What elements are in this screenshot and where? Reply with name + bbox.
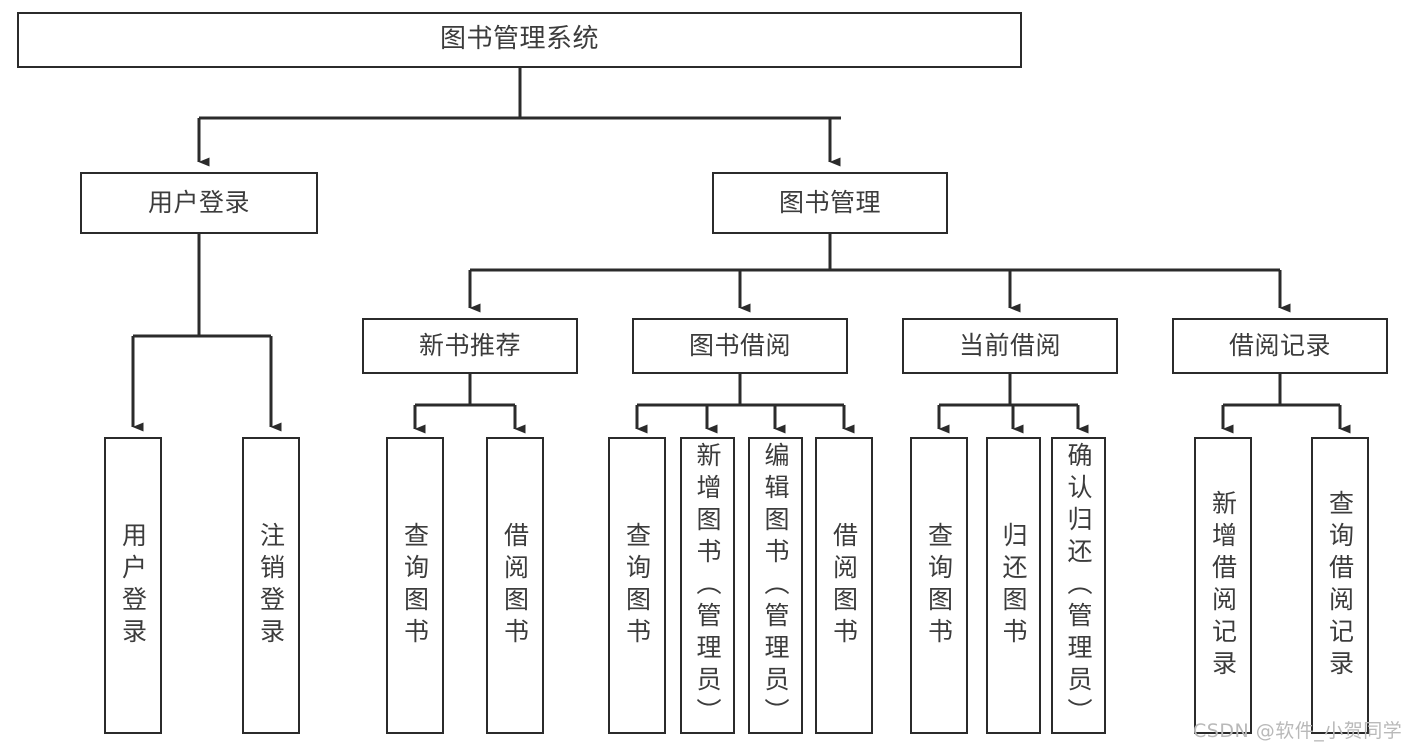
node-leaf-query-book-1-label: 查询图书 bbox=[400, 521, 430, 650]
node-leaf-query-book-1[interactable]: 查询图书 bbox=[386, 437, 444, 734]
node-leaf-edit-book[interactable]: 编辑图书（管理员） bbox=[748, 437, 803, 734]
node-new-book-rec-label: 新书推荐 bbox=[418, 330, 521, 360]
node-leaf-user-logout-label: 注销登录 bbox=[256, 521, 286, 650]
node-book-manage[interactable]: 图书管理 bbox=[712, 172, 948, 234]
node-leaf-borrow-book-1-label: 借阅图书 bbox=[500, 521, 530, 650]
node-leaf-edit-book-label: 编辑图书（管理员） bbox=[761, 441, 790, 730]
node-leaf-confirm-return-label: 确认归还（管理员） bbox=[1064, 441, 1093, 730]
node-leaf-user-logout[interactable]: 注销登录 bbox=[242, 437, 300, 734]
node-borrow-record[interactable]: 借阅记录 bbox=[1172, 318, 1388, 374]
node-leaf-query-book-2[interactable]: 查询图书 bbox=[608, 437, 666, 734]
csdn-watermark: CSDN @软件_小贺同学 bbox=[1193, 720, 1403, 742]
node-user-login[interactable]: 用户登录 bbox=[80, 172, 318, 234]
node-leaf-return-book[interactable]: 归还图书 bbox=[986, 437, 1041, 734]
node-leaf-user-login[interactable]: 用户登录 bbox=[104, 437, 162, 734]
node-leaf-confirm-return[interactable]: 确认归还（管理员） bbox=[1051, 437, 1106, 734]
node-leaf-borrow-book-2-label: 借阅图书 bbox=[829, 521, 859, 650]
node-new-book-rec[interactable]: 新书推荐 bbox=[362, 318, 578, 374]
node-leaf-return-book-label: 归还图书 bbox=[999, 521, 1028, 650]
node-leaf-add-book[interactable]: 新增图书（管理员） bbox=[680, 437, 735, 734]
node-book-borrow[interactable]: 图书借阅 bbox=[632, 318, 848, 374]
node-leaf-user-login-label: 用户登录 bbox=[118, 521, 148, 650]
node-root[interactable]: 图书管理系统 bbox=[17, 12, 1022, 68]
node-leaf-borrow-book-1[interactable]: 借阅图书 bbox=[486, 437, 544, 734]
node-leaf-query-book-3[interactable]: 查询图书 bbox=[910, 437, 968, 734]
node-leaf-add-record-label: 新增借阅记录 bbox=[1208, 489, 1238, 682]
node-book-borrow-label: 图书借阅 bbox=[688, 330, 791, 360]
node-current-borrow[interactable]: 当前借阅 bbox=[902, 318, 1118, 374]
node-root-label: 图书管理系统 bbox=[439, 24, 599, 55]
node-leaf-query-book-3-label: 查询图书 bbox=[924, 521, 954, 650]
node-book-manage-label: 图书管理 bbox=[778, 187, 881, 217]
node-leaf-query-record[interactable]: 查询借阅记录 bbox=[1311, 437, 1369, 734]
node-leaf-borrow-book-2[interactable]: 借阅图书 bbox=[815, 437, 873, 734]
node-leaf-add-record[interactable]: 新增借阅记录 bbox=[1194, 437, 1252, 734]
node-borrow-record-label: 借阅记录 bbox=[1228, 330, 1331, 360]
node-current-borrow-label: 当前借阅 bbox=[958, 330, 1061, 360]
node-leaf-add-book-label: 新增图书（管理员） bbox=[693, 441, 722, 730]
node-leaf-query-book-2-label: 查询图书 bbox=[622, 521, 652, 650]
node-leaf-query-record-label: 查询借阅记录 bbox=[1325, 489, 1355, 682]
node-user-login-label: 用户登录 bbox=[147, 187, 250, 217]
